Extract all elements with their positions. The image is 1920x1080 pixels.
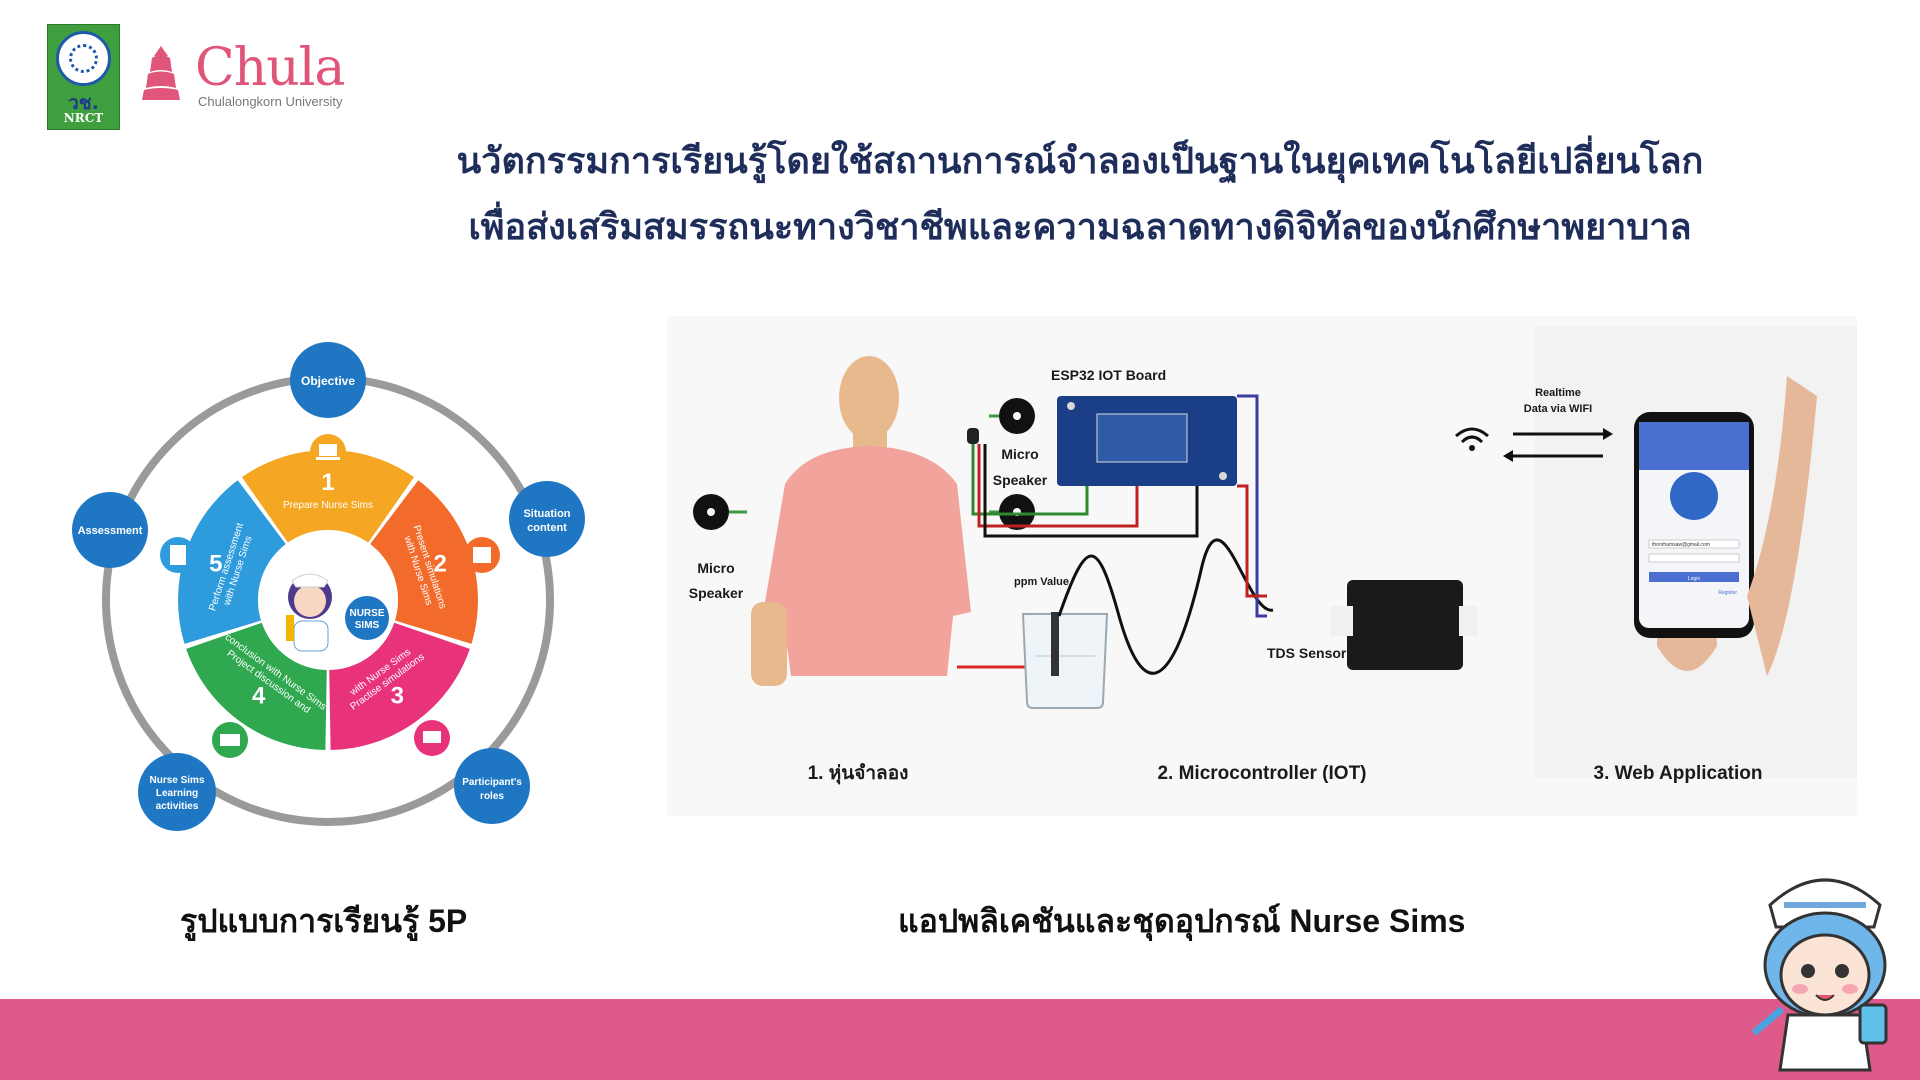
meeting-icon	[212, 722, 248, 758]
wire-red	[977, 444, 1139, 528]
temperature-sensor-icon	[967, 428, 979, 444]
node-objective-label: Objective	[301, 374, 355, 388]
nrct-logo-thai: วช.	[68, 92, 99, 114]
phone-image	[1634, 376, 1817, 676]
wheel-segment-number-2: 2	[434, 551, 447, 578]
nurse-sims-badge-text2: SIMS	[355, 620, 380, 631]
chula-emblem-icon	[142, 46, 180, 100]
wire-blue	[1237, 394, 1267, 618]
wheel-segment-number-1: 1	[321, 469, 334, 496]
nurse-mascot-icon	[1751, 878, 1888, 1072]
esp32-board-image	[1057, 396, 1237, 486]
nrct-logo-en: NRCT	[63, 111, 104, 125]
caption-nurse-sims-app: แอปพลิเคชันและชุดอุปกรณ์ Nurse Sims	[898, 903, 1466, 939]
node-situation-content: Situation content	[509, 481, 585, 557]
nrct-logo: วช. NRCT	[47, 24, 120, 130]
footer-bar	[0, 999, 1920, 1080]
label-speaker-left: Micro	[697, 560, 734, 576]
node-assessment: Assessment	[72, 492, 148, 568]
label-speaker-left2: Speaker	[689, 585, 744, 601]
mannequin-image	[751, 356, 971, 686]
wheel-segment-number-4: 4	[252, 682, 266, 709]
laptop-icon	[310, 434, 346, 470]
node-objective: Objective	[290, 342, 366, 418]
beaker-icon	[1021, 613, 1109, 709]
wheel-segment-number-5: 5	[209, 551, 222, 578]
caption-5p-model: รูปแบบการเรียนรู้ 5P	[180, 903, 468, 939]
wheel-segment-5	[178, 480, 286, 644]
checklist-icon	[160, 537, 196, 573]
label-speaker-top: Micro	[1001, 446, 1038, 462]
chula-logo-text: Chula	[195, 38, 345, 98]
page-title-line1: นวัตกรรมการเรียนรู้โดยใช้สถานการณ์จำลองเ…	[456, 141, 1704, 182]
wire-red-2	[1237, 484, 1267, 598]
label-step-2: 2. Microcontroller (IOT)	[1157, 763, 1366, 784]
node-activities-label3: activities	[156, 801, 199, 812]
label-tds-sensor: TDS Sensor	[1267, 645, 1347, 661]
label-speaker-top2: Speaker	[993, 472, 1048, 488]
chart-icon	[464, 537, 500, 573]
node-learning-activities: Nurse Sims Learning activities	[138, 753, 216, 831]
label-esp32: ESP32 IOT Board	[1051, 367, 1166, 383]
tds-cable	[1057, 538, 1274, 675]
node-participant-label2: roles	[480, 791, 504, 802]
phone-login-button: Login	[1688, 576, 1700, 582]
label-realtime2: Data via WIFI	[1524, 403, 1592, 415]
node-participant-label: Participant's	[462, 777, 522, 788]
node-activities-label: Nurse Sims	[149, 775, 204, 786]
node-situation-label: Situation	[523, 508, 570, 520]
wifi-icon	[1455, 427, 1489, 451]
chula-logo-subtitle: Chulalongkorn University	[198, 94, 343, 109]
wheel-segment-2	[370, 480, 478, 644]
tds-probe	[1051, 612, 1059, 676]
wheel-segment-3	[329, 622, 470, 750]
system-diagram: Micro Speaker Micro Speaker ppm Value ES…	[689, 356, 1817, 785]
wheel-segment-1	[241, 450, 415, 543]
nurse-character-icon	[286, 573, 332, 652]
arrow-right-icon	[1513, 428, 1613, 440]
wire-black	[983, 444, 1199, 538]
label-step-3: 3. Web Application	[1594, 763, 1763, 784]
wheel-segment-label-1-1: Prepare Nurse Sims	[283, 500, 373, 511]
page-title-line2: เพื่อส่งเสริมสมรรถนะทางวิชาชีพและความฉลา…	[468, 207, 1692, 248]
whiteboard-icon	[414, 720, 450, 756]
speaker-top-icon	[989, 398, 1035, 434]
phone-register-link: Register	[1718, 590, 1737, 596]
speaker-left-icon	[693, 494, 747, 530]
phone-email-field: thonrhamsaw@gmail.com	[1652, 542, 1710, 548]
nrct-emblem-icon	[56, 31, 111, 86]
nurse-sims-badge-text: NURSE	[349, 608, 384, 619]
wheel-segment-4	[186, 622, 327, 750]
node-activities-label2: Learning	[156, 788, 198, 799]
label-step-1: 1. หุ่นจำลอง	[808, 763, 909, 785]
wire-green	[971, 444, 1089, 516]
label-realtime: Realtime	[1535, 387, 1581, 399]
arrow-left-icon	[1503, 450, 1603, 462]
tds-sensor-board-image	[1331, 580, 1477, 670]
label-ppm-value: ppm Value	[1014, 576, 1069, 588]
node-situation-label2: content	[527, 522, 567, 534]
node-assessment-label: Assessment	[78, 525, 143, 537]
nurse-sims-badge	[345, 596, 389, 640]
node-participant-roles: Participant's roles	[454, 748, 530, 824]
wheel-segment-number-3: 3	[391, 682, 404, 709]
